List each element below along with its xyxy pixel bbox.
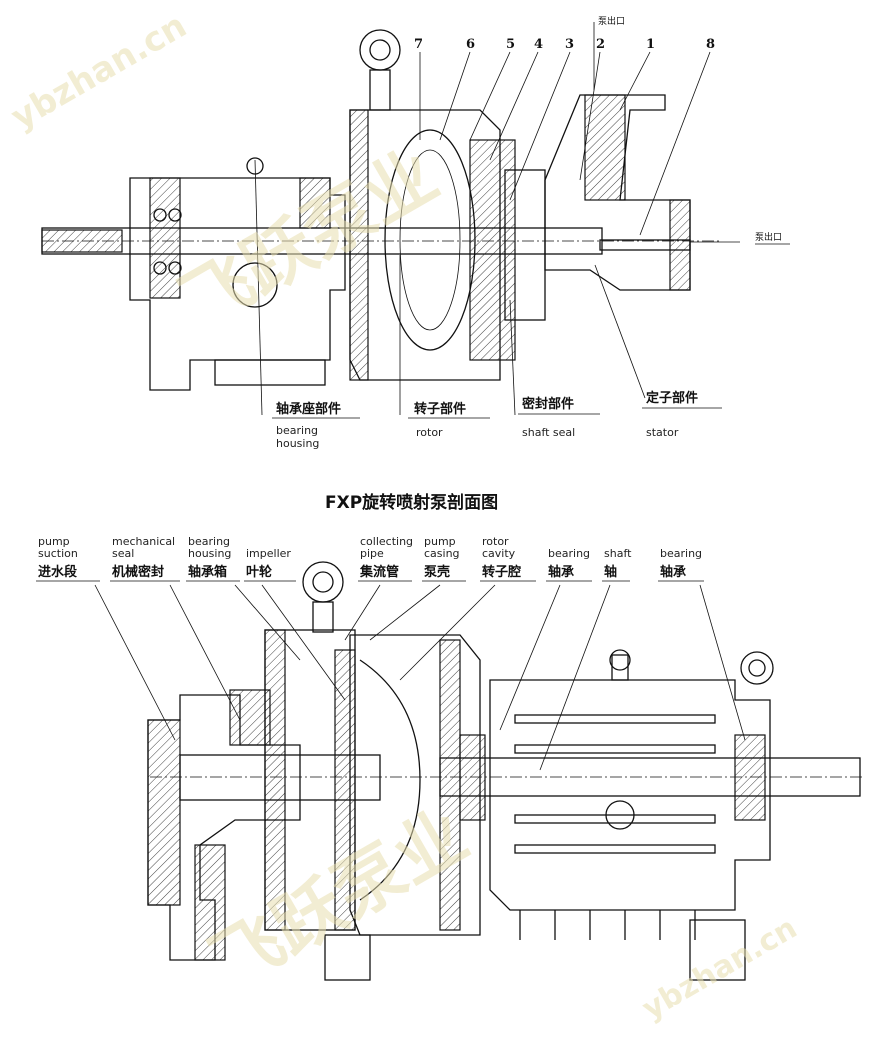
svg-text:轴承箱: 轴承箱 xyxy=(188,564,227,580)
label-leaders xyxy=(94,584,746,771)
part-number-leaders xyxy=(419,22,740,243)
part-bearing-housing: 轴承座部件 bearing housing xyxy=(272,401,360,450)
part-number-1: 1 xyxy=(646,37,655,52)
svg-text:pump: pump xyxy=(424,535,456,548)
top-drawing: 7 6 5 4 3 2 1 8 泵出口 泵出口 轴承座部件 bearing ho… xyxy=(41,15,790,450)
part-shaft-seal: 密封部件 shaft seal xyxy=(518,396,600,439)
svg-text:bearing: bearing xyxy=(548,547,590,560)
svg-text:suction: suction xyxy=(38,547,78,560)
part-number-5: 5 xyxy=(506,37,515,52)
svg-text:shaft: shaft xyxy=(604,547,632,560)
svg-text:集流管: 集流管 xyxy=(359,564,399,580)
svg-text:housing: housing xyxy=(188,547,231,560)
part-number-4: 4 xyxy=(534,37,543,52)
outlet-label-top: 泵出口 xyxy=(598,15,625,27)
part-stator: 定子部件 stator xyxy=(642,390,722,439)
svg-text:机械密封: 机械密封 xyxy=(112,564,164,580)
part-number-2: 2 xyxy=(596,37,605,52)
label-pump-casing: pump casing 泵壳 xyxy=(422,535,466,582)
svg-text:轴: 轴 xyxy=(604,564,617,580)
svg-text:定子部件: 定子部件 xyxy=(645,390,698,406)
svg-text:转子部件: 转子部件 xyxy=(414,401,466,417)
svg-text:stator: stator xyxy=(646,426,679,439)
outlet-label-right: 泵出口 xyxy=(755,231,782,243)
svg-text:shaft seal: shaft seal xyxy=(522,426,575,439)
svg-text:bearing: bearing xyxy=(660,547,702,560)
svg-text:casing: casing xyxy=(424,547,460,560)
svg-text:密封部件: 密封部件 xyxy=(521,396,574,412)
part-number-8: 8 xyxy=(706,37,715,52)
svg-text:bearing: bearing xyxy=(188,535,230,548)
bottom-drawing xyxy=(94,561,865,981)
svg-text:泵壳: 泵壳 xyxy=(424,564,450,580)
label-mechanical-seal: mechanical seal 机械密封 xyxy=(110,535,180,582)
svg-text:pipe: pipe xyxy=(360,547,384,560)
svg-text:pump: pump xyxy=(38,535,70,548)
feet xyxy=(324,910,746,981)
svg-text:ybzhan.cn: ybzhan.cn xyxy=(5,6,194,138)
label-shaft: shaft 轴 xyxy=(602,547,632,582)
svg-text:cavity: cavity xyxy=(482,547,516,560)
svg-text:housing: housing xyxy=(276,437,319,450)
part-number-6: 6 xyxy=(466,37,475,52)
label-collecting-pipe: collecting pipe 集流管 xyxy=(358,535,413,582)
svg-text:seal: seal xyxy=(112,547,134,560)
label-bearing-2: bearing 轴承 xyxy=(658,547,704,582)
part-number-3: 3 xyxy=(565,37,574,52)
svg-text:轴承: 轴承 xyxy=(548,564,574,580)
svg-text:叶轮: 叶轮 xyxy=(246,564,272,580)
svg-text:rotor: rotor xyxy=(416,426,443,439)
label-rotor-cavity: rotor cavity 转子腔 xyxy=(480,535,536,582)
svg-text:mechanical: mechanical xyxy=(112,535,175,548)
label-bearing-1: bearing 轴承 xyxy=(546,547,592,582)
svg-text:ybzhan.cn: ybzhan.cn xyxy=(637,911,803,1027)
watermarks: ybzhan.cn 飞跃泵业 飞跃泵业 ybzhan.cn xyxy=(5,6,803,1027)
svg-text:轴承: 轴承 xyxy=(660,564,686,580)
part-number-7: 7 xyxy=(414,37,423,52)
svg-text:collecting: collecting xyxy=(360,535,413,548)
part-rotor: 转子部件 rotor xyxy=(408,401,490,439)
svg-text:转子腔: 转子腔 xyxy=(482,564,521,580)
svg-text:轴承座部件: 轴承座部件 xyxy=(276,401,341,417)
svg-text:进水段: 进水段 xyxy=(38,564,77,580)
svg-text:飞跃泵业: 飞跃泵业 xyxy=(168,134,451,345)
label-pump-suction: pump suction 进水段 xyxy=(36,535,100,582)
label-bearing-housing: bearing housing 轴承箱 xyxy=(186,535,240,582)
svg-text:impeller: impeller xyxy=(246,547,291,560)
label-impeller: impeller 叶轮 xyxy=(244,547,296,582)
diagram-title: FXP旋转喷射泵剖面图 xyxy=(325,492,498,513)
svg-text:bearing: bearing xyxy=(276,424,318,437)
svg-text:rotor: rotor xyxy=(482,535,509,548)
